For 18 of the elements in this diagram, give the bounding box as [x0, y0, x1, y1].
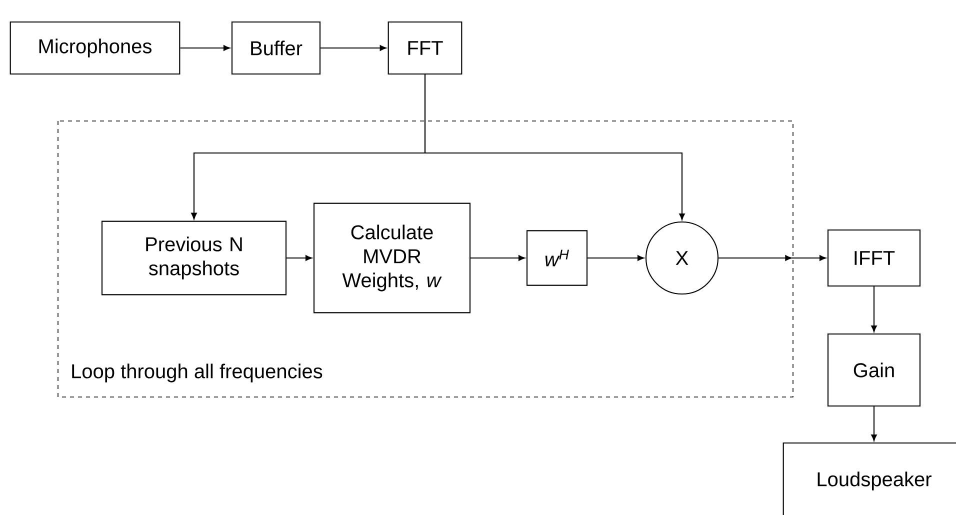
- arrow: [871, 286, 877, 332]
- process-box: Calculate MVDR Weights, w: [313, 202, 471, 314]
- arrow: [871, 406, 877, 442]
- arrow: [718, 255, 826, 261]
- process-box: w$^{H}$: [526, 230, 588, 286]
- arrow: [320, 45, 386, 51]
- arrow: [424, 74, 685, 220]
- process-box: Loudspeaker: [782, 442, 956, 515]
- process-box: Gain: [827, 333, 921, 407]
- arrow: [180, 45, 230, 51]
- process-box: Buffer: [231, 21, 321, 75]
- arrow: [286, 255, 312, 261]
- process-box: FFT: [388, 21, 462, 75]
- process-box: Microphones: [10, 21, 180, 75]
- process-box: Previous N snapshots: [101, 220, 287, 296]
- arrow: [588, 255, 644, 261]
- process-box: IFFT: [827, 229, 921, 287]
- arrow: [470, 255, 526, 261]
